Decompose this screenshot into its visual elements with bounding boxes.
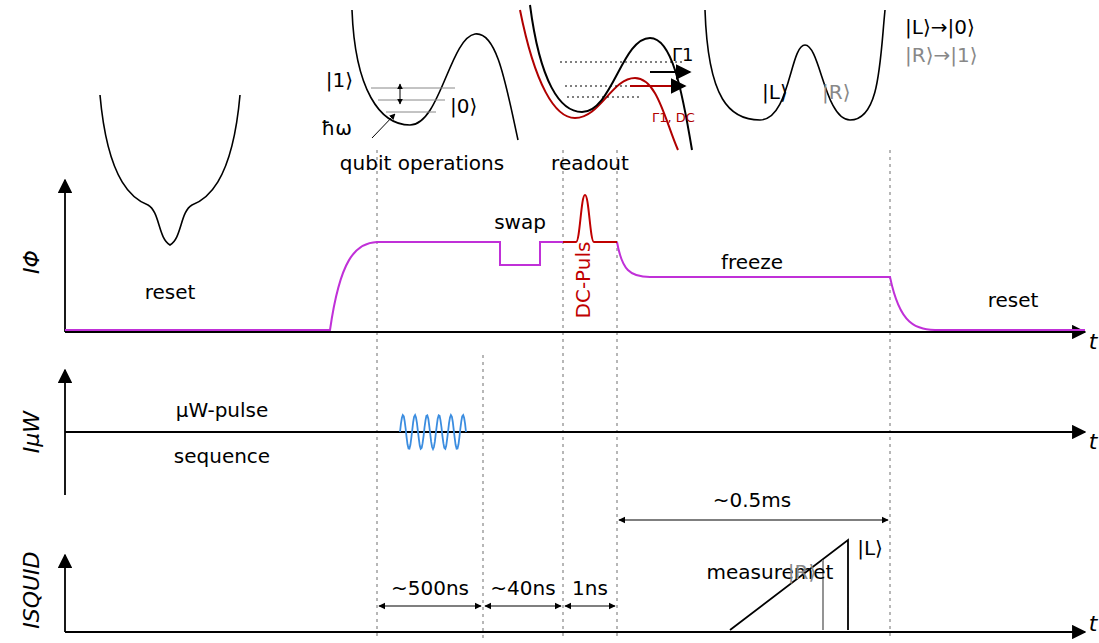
signal-label: μW-pulse: [176, 399, 269, 421]
leader-line: [372, 114, 395, 138]
duration-label: ~500ns: [391, 577, 469, 599]
rate-label: Γ1, DC: [652, 111, 695, 125]
axis-label: ISQUID: [20, 551, 44, 628]
duration-arrows: [379, 520, 888, 606]
axis-label: IμW: [20, 411, 44, 453]
potential-curves: [100, 10, 885, 245]
squid-ramp: [730, 540, 848, 630]
region-label: readout: [551, 152, 629, 174]
axis-label: t: [1089, 330, 1098, 354]
duration-label: ~40ns: [490, 577, 555, 599]
phase-label: reset: [145, 281, 196, 303]
phase-label: reset: [988, 289, 1039, 311]
state-label: |R⟩: [788, 561, 816, 583]
state-label: |R⟩: [822, 81, 850, 103]
flux-signal: [65, 242, 1085, 330]
phase-label: freeze: [721, 251, 783, 273]
region-label: qubit operations: [340, 152, 504, 174]
state-label: |1⟩: [326, 69, 353, 91]
mapping: |R⟩→|1⟩: [905, 44, 977, 66]
phase-label: DC-Puls: [572, 242, 594, 319]
readout-potential: [520, 5, 692, 150]
energy-gap: [400, 84, 401, 104]
duration-label: ~0.5ms: [713, 489, 791, 511]
mapping: |L⟩→|0⟩: [905, 16, 975, 38]
duration-label: 1ns: [572, 577, 608, 599]
dc-pulse: [563, 195, 617, 242]
state-label: |L⟩: [857, 537, 883, 559]
state-label: |L⟩: [762, 81, 788, 103]
state-label: |0⟩: [450, 95, 477, 117]
signal-label: sequence: [174, 445, 270, 467]
axis-label: t: [1089, 430, 1098, 454]
energy-label: ħω: [321, 117, 352, 139]
microwave-burst: [400, 415, 466, 449]
rate-label: Γ1: [672, 45, 693, 65]
axis-label: t: [1089, 612, 1098, 636]
time-markers: [377, 150, 890, 640]
phase-label: swap: [494, 211, 546, 233]
axes: [65, 180, 1085, 632]
axis-label: IΦ: [20, 250, 44, 274]
